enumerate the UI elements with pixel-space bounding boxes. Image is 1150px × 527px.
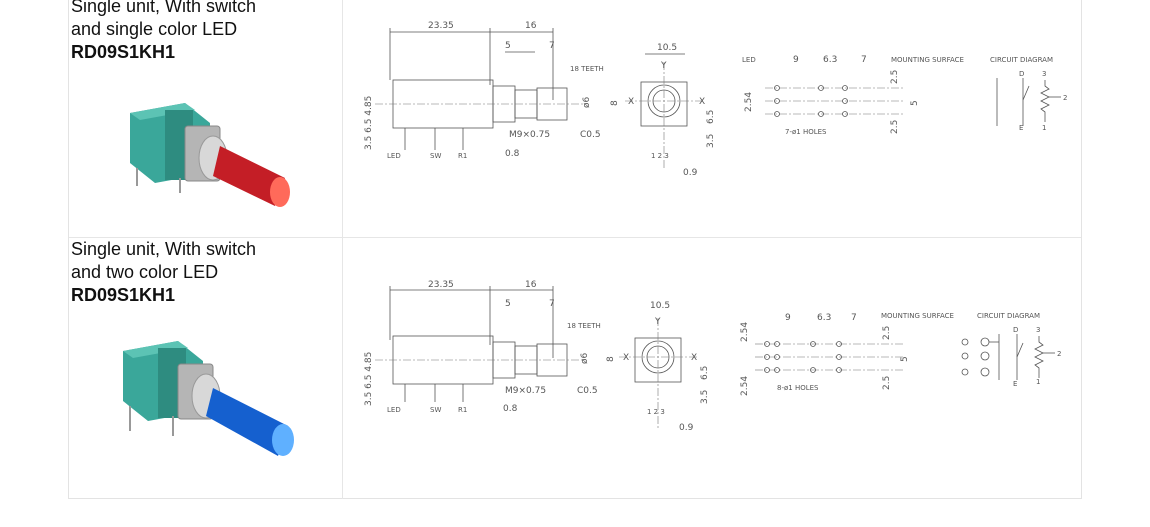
lbl-p3: 3 bbox=[1036, 326, 1040, 334]
dim-2-5b: 2.5 bbox=[890, 120, 900, 134]
dim-2-54: 2.54 bbox=[740, 322, 750, 342]
dim-3-5: 3.5 bbox=[706, 134, 716, 148]
dim-0-9: 0.9 bbox=[679, 423, 694, 433]
dim-0-9: 0.9 bbox=[683, 168, 698, 178]
dim-c05: C0.5 bbox=[577, 386, 598, 396]
lbl-led: LED bbox=[387, 406, 401, 414]
dim-5b: 5 bbox=[900, 356, 910, 362]
row-1-line1: Single unit, With switch bbox=[71, 0, 257, 16]
dim-3-5: 3.5 bbox=[700, 390, 710, 404]
lbl-y-top: Y bbox=[660, 61, 667, 71]
dim-thread: M9×0.75 bbox=[509, 130, 550, 140]
lbl-x-right: X bbox=[699, 97, 705, 107]
lbl-r1: R1 bbox=[458, 152, 467, 160]
lbl-p3: 3 bbox=[1042, 70, 1046, 78]
dim-2-5: 2.5 bbox=[890, 70, 900, 84]
dim-08: 0.8 bbox=[505, 149, 520, 159]
lbl-led-layout: LED bbox=[742, 56, 756, 64]
row-1-line2: and single color LED bbox=[71, 19, 238, 39]
lbl-e: E bbox=[1013, 380, 1017, 388]
dim-6-3: 6.3 bbox=[823, 55, 837, 65]
lbl-y-top: Y bbox=[654, 317, 661, 327]
lbl-e: E bbox=[1019, 124, 1023, 132]
dim-phi6: ø6 bbox=[582, 96, 592, 108]
dim-shaft: 16 bbox=[525, 280, 537, 290]
dim-vertical: 3.5 6.5 4.85 bbox=[364, 96, 374, 150]
dim-9: 9 bbox=[785, 313, 791, 323]
lbl-x-right: X bbox=[691, 353, 697, 363]
lbl-holes: 8-ø1 HOLES bbox=[777, 384, 819, 392]
dim-5: 5 bbox=[505, 41, 511, 51]
dim-2-54: 2.54 bbox=[744, 92, 754, 112]
dim-thread: M9×0.75 bbox=[505, 386, 546, 396]
dim-teeth: 18 TEETH bbox=[570, 65, 604, 73]
dim-c05: C0.5 bbox=[580, 130, 601, 140]
dim-9: 9 bbox=[793, 55, 799, 65]
lbl-mounting: MOUNTING SURFACE bbox=[891, 56, 964, 64]
row-1-product-photo bbox=[130, 103, 290, 207]
dim-7b: 7 bbox=[851, 313, 857, 323]
dim-7: 7 bbox=[549, 299, 555, 309]
dim-10-5: 10.5 bbox=[650, 301, 670, 311]
lbl-pins: 1 2 3 bbox=[651, 152, 669, 160]
dim-5b: 5 bbox=[910, 100, 920, 106]
row-2-description: Single unit, With switch and two color L… bbox=[71, 238, 256, 307]
row-1-technical-drawing: 23.35 16 5 7 18 TEETH 3.5 6.5 4.85 LED S… bbox=[364, 21, 1067, 178]
lbl-led: LED bbox=[387, 152, 401, 160]
lbl-x-left: X bbox=[623, 353, 629, 363]
lbl-holes: 7-ø1 HOLES bbox=[785, 128, 827, 136]
dim-6-5: 6.5 bbox=[700, 366, 710, 380]
lbl-circuit: CIRCUIT DIAGRAM bbox=[990, 56, 1053, 64]
dim-08: 0.8 bbox=[503, 404, 518, 414]
row-divider bbox=[69, 237, 1081, 238]
lbl-mounting: MOUNTING SURFACE bbox=[881, 312, 954, 320]
lbl-p1: 1 bbox=[1036, 378, 1040, 386]
product-table bbox=[68, 0, 1082, 499]
dim-7: 7 bbox=[549, 41, 555, 51]
row-1-description: Single unit, With switch and single colo… bbox=[71, 0, 256, 64]
lbl-sw: SW bbox=[430, 406, 441, 414]
row-2-technical-drawing: 23.35 16 5 7 18 TEETH 3.5 6.5 4.85 LED S… bbox=[364, 280, 1061, 433]
row-2-line1: Single unit, With switch bbox=[71, 239, 257, 259]
dim-vertical: 3.5 6.5 4.85 bbox=[364, 352, 374, 406]
lbl-sw: SW bbox=[430, 152, 441, 160]
dim-6-5: 6.5 bbox=[706, 110, 716, 124]
dim-2-5: 2.5 bbox=[882, 326, 892, 340]
lbl-d: D bbox=[1013, 326, 1018, 334]
dim-8: 8 bbox=[606, 356, 616, 362]
dim-2-54b: 2.54 bbox=[740, 376, 750, 396]
row-2-part-number: RD09S1KH1 bbox=[71, 285, 176, 305]
lbl-p2: 2 bbox=[1063, 94, 1067, 102]
dim-shaft: 16 bbox=[525, 21, 537, 31]
dim-total: 23.35 bbox=[428, 21, 454, 31]
row-2-line2: and two color LED bbox=[71, 262, 219, 282]
lbl-pins: 1 2 3 bbox=[647, 408, 665, 416]
dim-7b: 7 bbox=[861, 55, 867, 65]
row-1-part-number: RD09S1KH1 bbox=[71, 42, 176, 62]
lbl-d: D bbox=[1019, 70, 1024, 78]
dim-8: 8 bbox=[610, 100, 620, 106]
dim-phi6: ø6 bbox=[580, 352, 590, 364]
lbl-p1: 1 bbox=[1042, 124, 1046, 132]
dim-teeth: 18 TEETH bbox=[567, 322, 601, 330]
dim-total: 23.35 bbox=[428, 280, 454, 290]
column-divider bbox=[342, 0, 343, 499]
lbl-p2: 2 bbox=[1057, 350, 1061, 358]
lbl-circuit: CIRCUIT DIAGRAM bbox=[977, 312, 1040, 320]
dim-10-5: 10.5 bbox=[657, 43, 677, 53]
dim-2-5b: 2.5 bbox=[882, 376, 892, 390]
dim-6-3: 6.3 bbox=[817, 313, 831, 323]
dim-5: 5 bbox=[505, 299, 511, 309]
row-2-product-photo bbox=[123, 341, 294, 456]
lbl-x-left: X bbox=[628, 97, 634, 107]
lbl-r1: R1 bbox=[458, 406, 467, 414]
